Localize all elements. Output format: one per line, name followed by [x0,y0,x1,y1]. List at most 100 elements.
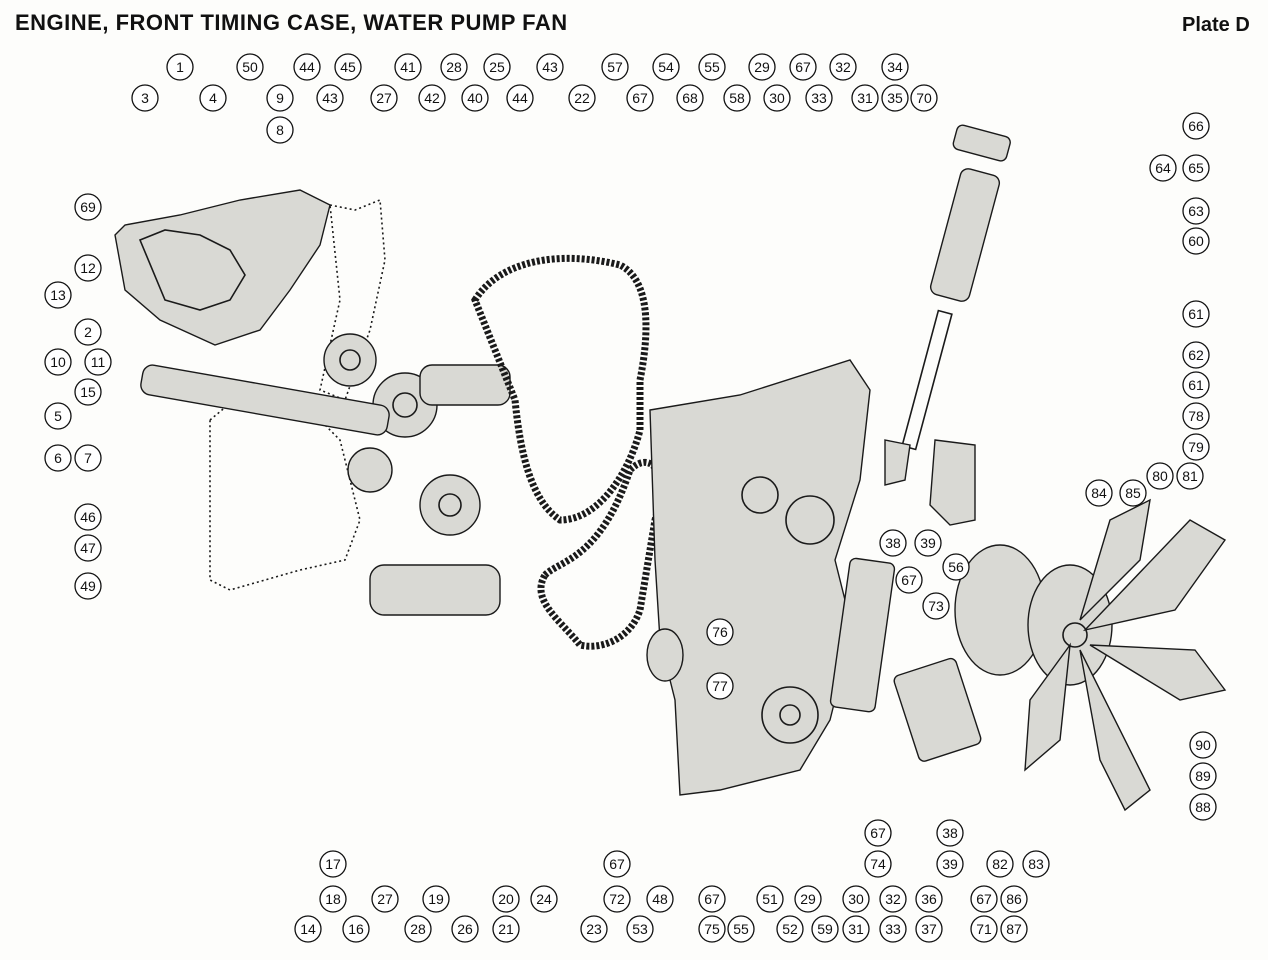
callout-7: 7 [74,444,102,472]
callout-number: 81 [1182,468,1198,484]
callout-circle [789,53,817,81]
callout-number: 59 [817,921,833,937]
callout-circle [1189,731,1217,759]
callout-circle [864,819,892,847]
callout-circle [829,53,857,81]
callout-number: 29 [754,59,770,75]
callout-circle [776,915,804,943]
callout-circle [1182,197,1210,225]
callout-number: 29 [800,891,816,907]
diagram-title: ENGINE, FRONT TIMING CASE, WATER PUMP FA… [15,10,568,35]
callout-number: 10 [50,354,66,370]
callout-circle [881,84,909,112]
callout-number: 63 [1188,203,1204,219]
callout-number: 28 [410,921,426,937]
callout-circle [74,254,102,282]
callout-circle [342,915,370,943]
callout-50: 50 [236,53,264,81]
callout-number: 11 [91,354,106,370]
callout-circle [727,915,755,943]
callout-87: 87 [1000,915,1028,943]
callout-circle [1182,154,1210,182]
callout-circle [371,885,399,913]
callout-number: 64 [1155,160,1171,176]
callout-28: 28 [404,915,432,943]
callout-53: 53 [626,915,654,943]
callout-circle [1022,850,1050,878]
callout-circle [842,915,870,943]
callout-circle [483,53,511,81]
callout-circle [936,819,964,847]
callout-circle [440,53,468,81]
callout-circle [74,378,102,406]
callout-52: 52 [776,915,804,943]
callout-circle [851,84,879,112]
callout-number: 18 [325,891,341,907]
callout-82: 82 [986,850,1014,878]
callout-circle [603,850,631,878]
callout-number: 55 [704,59,720,75]
callout-69: 69 [74,193,102,221]
callout-circle [492,885,520,913]
callout-circle [986,850,1014,878]
callout-68: 68 [676,84,704,112]
callout-21: 21 [492,915,520,943]
callout-circle [294,915,322,943]
callout-number: 28 [446,59,462,75]
callout-27: 27 [370,84,398,112]
callout-number: 5 [54,408,62,424]
callout-22: 22 [568,84,596,112]
callout-number: 44 [512,90,528,106]
callout-number: 71 [976,921,992,937]
callout-90: 90 [1189,731,1217,759]
callout-number: 41 [400,59,416,75]
callout-circle [506,84,534,112]
callout-number: 89 [1195,768,1211,784]
callout-number: 45 [340,59,356,75]
callout-number: 42 [424,90,440,106]
callout-circle [74,534,102,562]
callout-number: 70 [916,90,932,106]
callout-number: 67 [795,59,811,75]
callout-67: 67 [626,84,654,112]
callout-number: 33 [811,90,827,106]
callout-circle [1146,462,1174,490]
callout-circle [74,193,102,221]
callout-59: 59 [811,915,839,943]
callout-circle [915,915,943,943]
callout-circle [266,84,294,112]
callout-number: 61 [1188,306,1204,322]
callout-38: 38 [936,819,964,847]
callout-circle [879,885,907,913]
callout-66: 66 [1182,112,1210,140]
callout-number: 49 [80,578,96,594]
callout-circle [530,885,558,913]
callout-circle [236,53,264,81]
callout-circle [879,529,907,557]
callout-number: 72 [609,891,625,907]
callout-number: 38 [885,535,901,551]
callout-number: 75 [704,921,720,937]
callout-number: 22 [574,90,590,106]
callout-number: 82 [992,856,1008,872]
callout-35: 35 [881,84,909,112]
callout-circle [84,348,112,376]
callout-number: 24 [536,891,552,907]
callout-10: 10 [44,348,72,376]
callout-number: 33 [885,921,901,937]
callout-circle [895,566,923,594]
callout-number: 68 [682,90,698,106]
callout-55: 55 [698,53,726,81]
callout-circle [723,84,751,112]
callout-67: 67 [864,819,892,847]
callout-64: 64 [1149,154,1177,182]
callout-81: 81 [1176,462,1204,490]
callout-circle [131,84,159,112]
callout-43: 43 [536,53,564,81]
callout-number: 69 [80,199,96,215]
callout-circle [44,402,72,430]
callout-circle [881,53,909,81]
engine-plate-assembly [114,189,386,591]
callout-circle [842,885,870,913]
callout-circle [1189,793,1217,821]
